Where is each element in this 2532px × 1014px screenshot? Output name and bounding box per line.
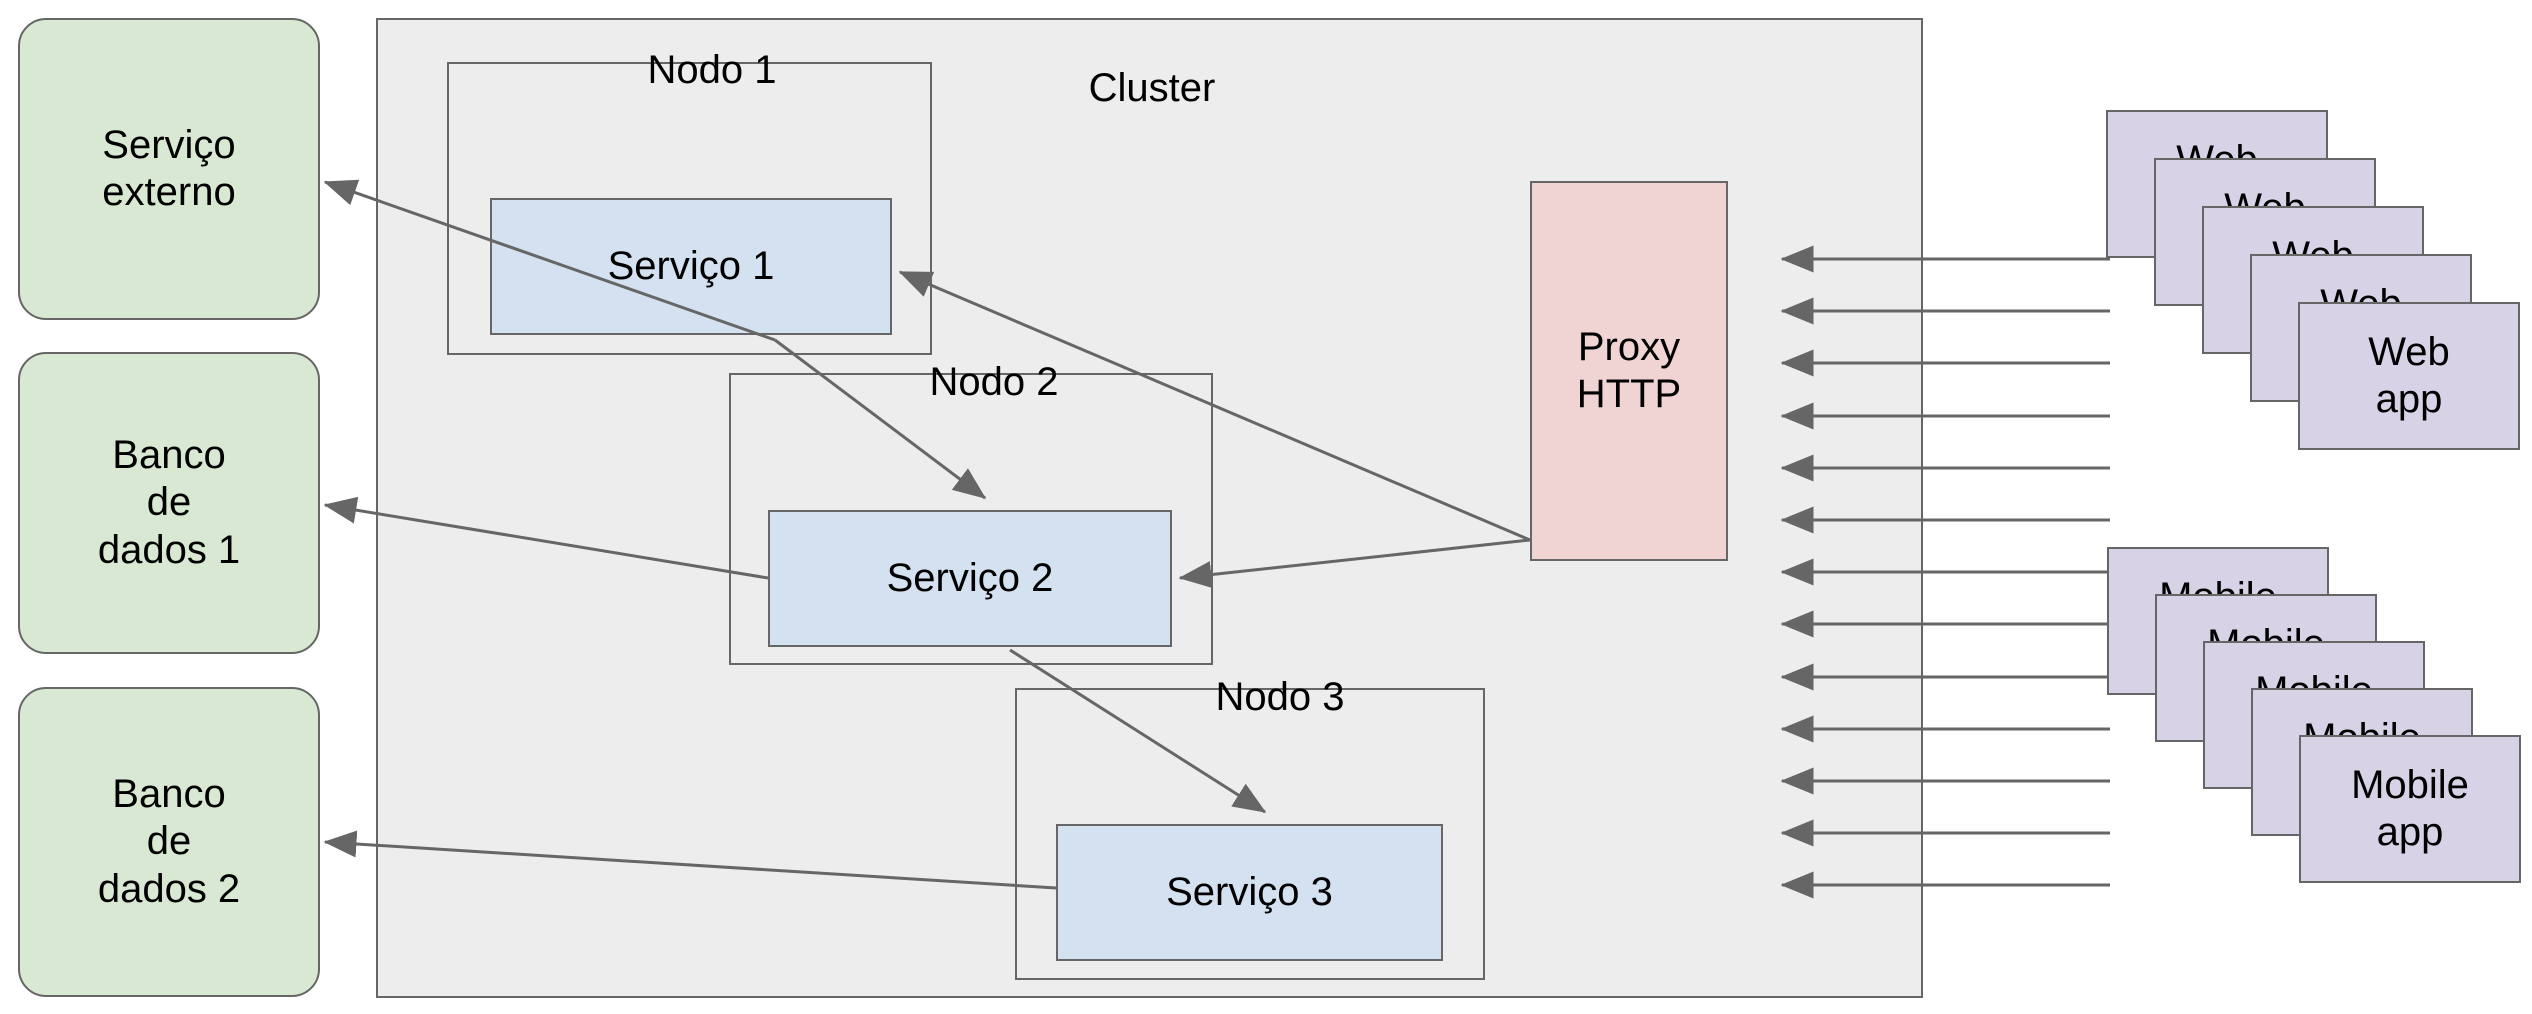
service-box-2[interactable]: Serviço 2 xyxy=(768,510,1172,647)
client-card-web-5[interactable]: Web app xyxy=(2298,302,2520,450)
external-system-2[interactable]: Banco de dados 1 xyxy=(18,352,320,654)
service-box-1[interactable]: Serviço 1 xyxy=(490,198,892,335)
proxy-http-box[interactable]: Proxy HTTP xyxy=(1530,181,1728,561)
service-box-3[interactable]: Serviço 3 xyxy=(1056,824,1443,961)
client-card-mobile-5[interactable]: Mobile app xyxy=(2299,735,2521,883)
external-system-1[interactable]: Serviço externo xyxy=(18,18,320,320)
external-system-3[interactable]: Banco de dados 2 xyxy=(18,687,320,997)
node-label-3: Nodo 3 xyxy=(1215,675,1345,719)
node-label-1: Nodo 1 xyxy=(647,48,777,92)
node-label-2: Nodo 2 xyxy=(929,360,1059,404)
cluster-label: Cluster xyxy=(1088,66,1216,110)
